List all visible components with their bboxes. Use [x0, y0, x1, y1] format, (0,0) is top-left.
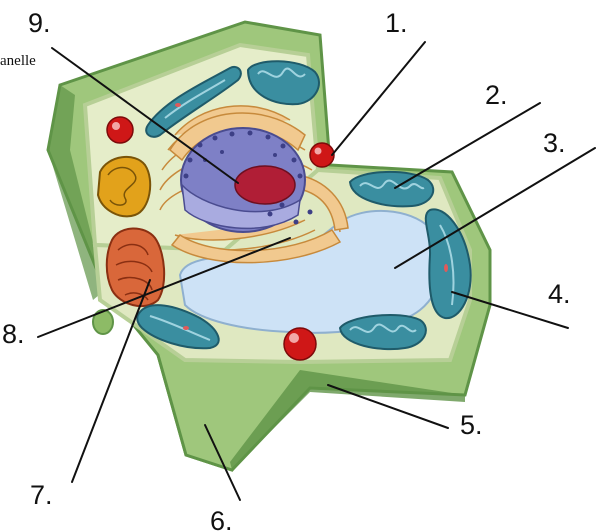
rough-endoplasmic-reticulum — [107, 228, 164, 306]
label-1: 1. — [385, 8, 408, 38]
red-organelle-left — [107, 117, 133, 143]
mitochondrion-left — [98, 157, 150, 216]
label-9: 9. — [28, 8, 51, 38]
label-4: 4. — [548, 279, 571, 309]
label-2: 2. — [485, 80, 508, 110]
label-5: 5. — [460, 410, 483, 440]
red-organelle-right — [310, 143, 334, 167]
label-6: 6. — [210, 506, 233, 532]
label-8: 8. — [2, 319, 25, 349]
leader-line-1 — [332, 42, 425, 155]
leader-line-2 — [395, 103, 540, 188]
clipped-title-fragment: anelle — [0, 53, 36, 69]
nucleolus — [235, 166, 295, 204]
leader-line-7 — [72, 280, 150, 482]
label-7: 7. — [30, 480, 53, 510]
label-3: 3. — [543, 128, 566, 158]
red-organelle-bottom — [284, 328, 316, 360]
